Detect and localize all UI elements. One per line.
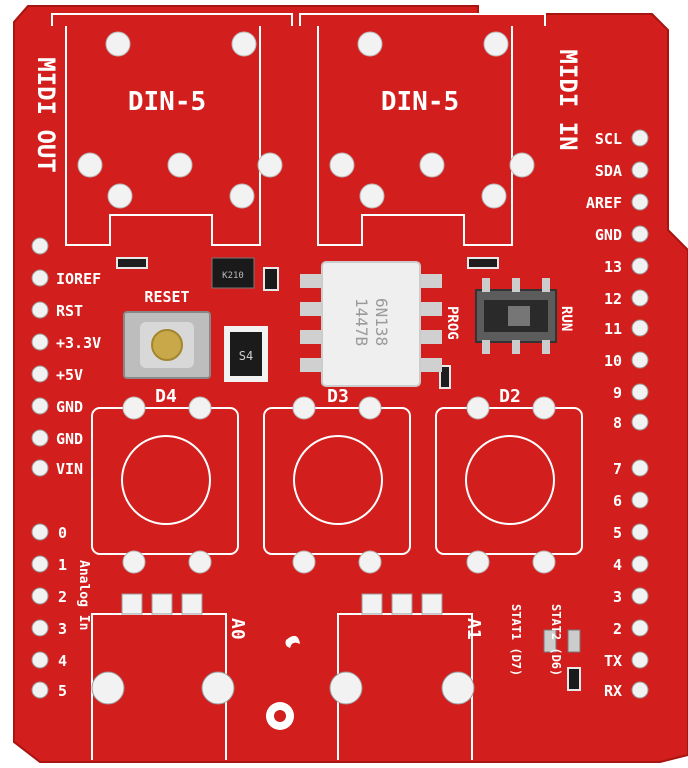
switch-prog-label: PROG (444, 306, 460, 340)
led-stat2-label: STAT2 (D6) (549, 604, 563, 676)
opto-line2: 1447B (352, 298, 371, 346)
diode: S4 (224, 326, 268, 382)
pot-a0-label: A0 (227, 618, 248, 640)
right-header-pads (631, 129, 649, 699)
pin-label-rx: RX (604, 682, 622, 700)
pin-label-rst: RST (56, 302, 83, 320)
pin-label-gnd-1: GND (56, 398, 83, 416)
analog-in-label: Analog In (76, 560, 91, 630)
reset-label: RESET (144, 288, 189, 306)
din-left-label: DIN-5 (128, 87, 206, 117)
midi-in-label: MIDI IN (554, 49, 582, 150)
oshw-gear-icon (266, 702, 294, 730)
pin-label-9: 9 (613, 384, 622, 402)
status-leds (543, 629, 581, 691)
pin-label-5: 5 (613, 524, 622, 542)
reset-button (123, 311, 211, 379)
pin-label-a3: 3 (58, 620, 67, 638)
pin-label-vin: VIN (56, 460, 83, 478)
led-stat1-label: STAT1 (D7) (509, 604, 523, 676)
pin-label-tx: TX (604, 652, 622, 670)
pin-label-a4: 4 (58, 652, 67, 670)
pin-label-aref: AREF (586, 194, 622, 212)
pin-label-13: 13 (604, 258, 622, 276)
button-pads (122, 396, 556, 574)
pin-label-5v: +5V (56, 366, 83, 384)
pin-label-a5: 5 (58, 682, 67, 700)
pin-label-a0: 0 (58, 524, 67, 542)
right-header-labels: SCL SDA AREF GND 13 12 11 10 9 8 7 6 5 4… (586, 130, 622, 700)
smd-resistors (116, 257, 499, 389)
pin-label-4: 4 (613, 556, 622, 574)
left-header-pads (31, 237, 49, 699)
pin-label-scl: SCL (595, 130, 622, 148)
pin-label-7: 7 (613, 460, 622, 478)
pot-a1-label: A1 (463, 618, 484, 640)
din-outlines (51, 13, 546, 246)
pin-label-11: 11 (604, 320, 622, 338)
din-right-label: DIN-5 (381, 87, 459, 117)
pin-label-3v3: +3.3V (56, 334, 101, 352)
small-ic-label: K210 (222, 271, 244, 281)
opto-line1: 6N138 (372, 298, 391, 346)
button-d3-label: D3 (327, 386, 349, 407)
pin-label-12: 12 (604, 290, 622, 308)
pot-pads (91, 593, 475, 705)
pin-label-ioref: IOREF (56, 270, 101, 288)
button-footprints (91, 407, 583, 555)
pin-label-a2: 2 (58, 588, 67, 606)
pin-label-a1: 1 (58, 556, 67, 574)
diode-label: S4 (239, 349, 253, 363)
small-ic: K210 (211, 257, 279, 291)
slide-switch (475, 278, 557, 354)
sparkfun-flame-icon (285, 635, 300, 648)
pin-label-10: 10 (604, 352, 622, 370)
left-header-labels: IOREF RST +3.3V +5V GND GND VIN 0 1 2 3 … (56, 270, 101, 700)
pin-label-2: 2 (613, 620, 622, 638)
switch-run-label: RUN (558, 306, 574, 331)
midi-out-label: MIDI OUT (32, 57, 60, 173)
optocoupler: 6N138 1447B (300, 261, 442, 387)
button-d2-label: D2 (499, 386, 521, 407)
din-pads (77, 31, 535, 209)
pin-label-sda: SDA (595, 162, 622, 180)
pin-label-8: 8 (613, 414, 622, 432)
pin-label-gnd-2: GND (56, 430, 83, 448)
pin-label-6: 6 (613, 492, 622, 510)
pin-label-3: 3 (613, 588, 622, 606)
pin-label-gnd-r: GND (595, 226, 622, 244)
button-d4-label: D4 (155, 386, 177, 407)
